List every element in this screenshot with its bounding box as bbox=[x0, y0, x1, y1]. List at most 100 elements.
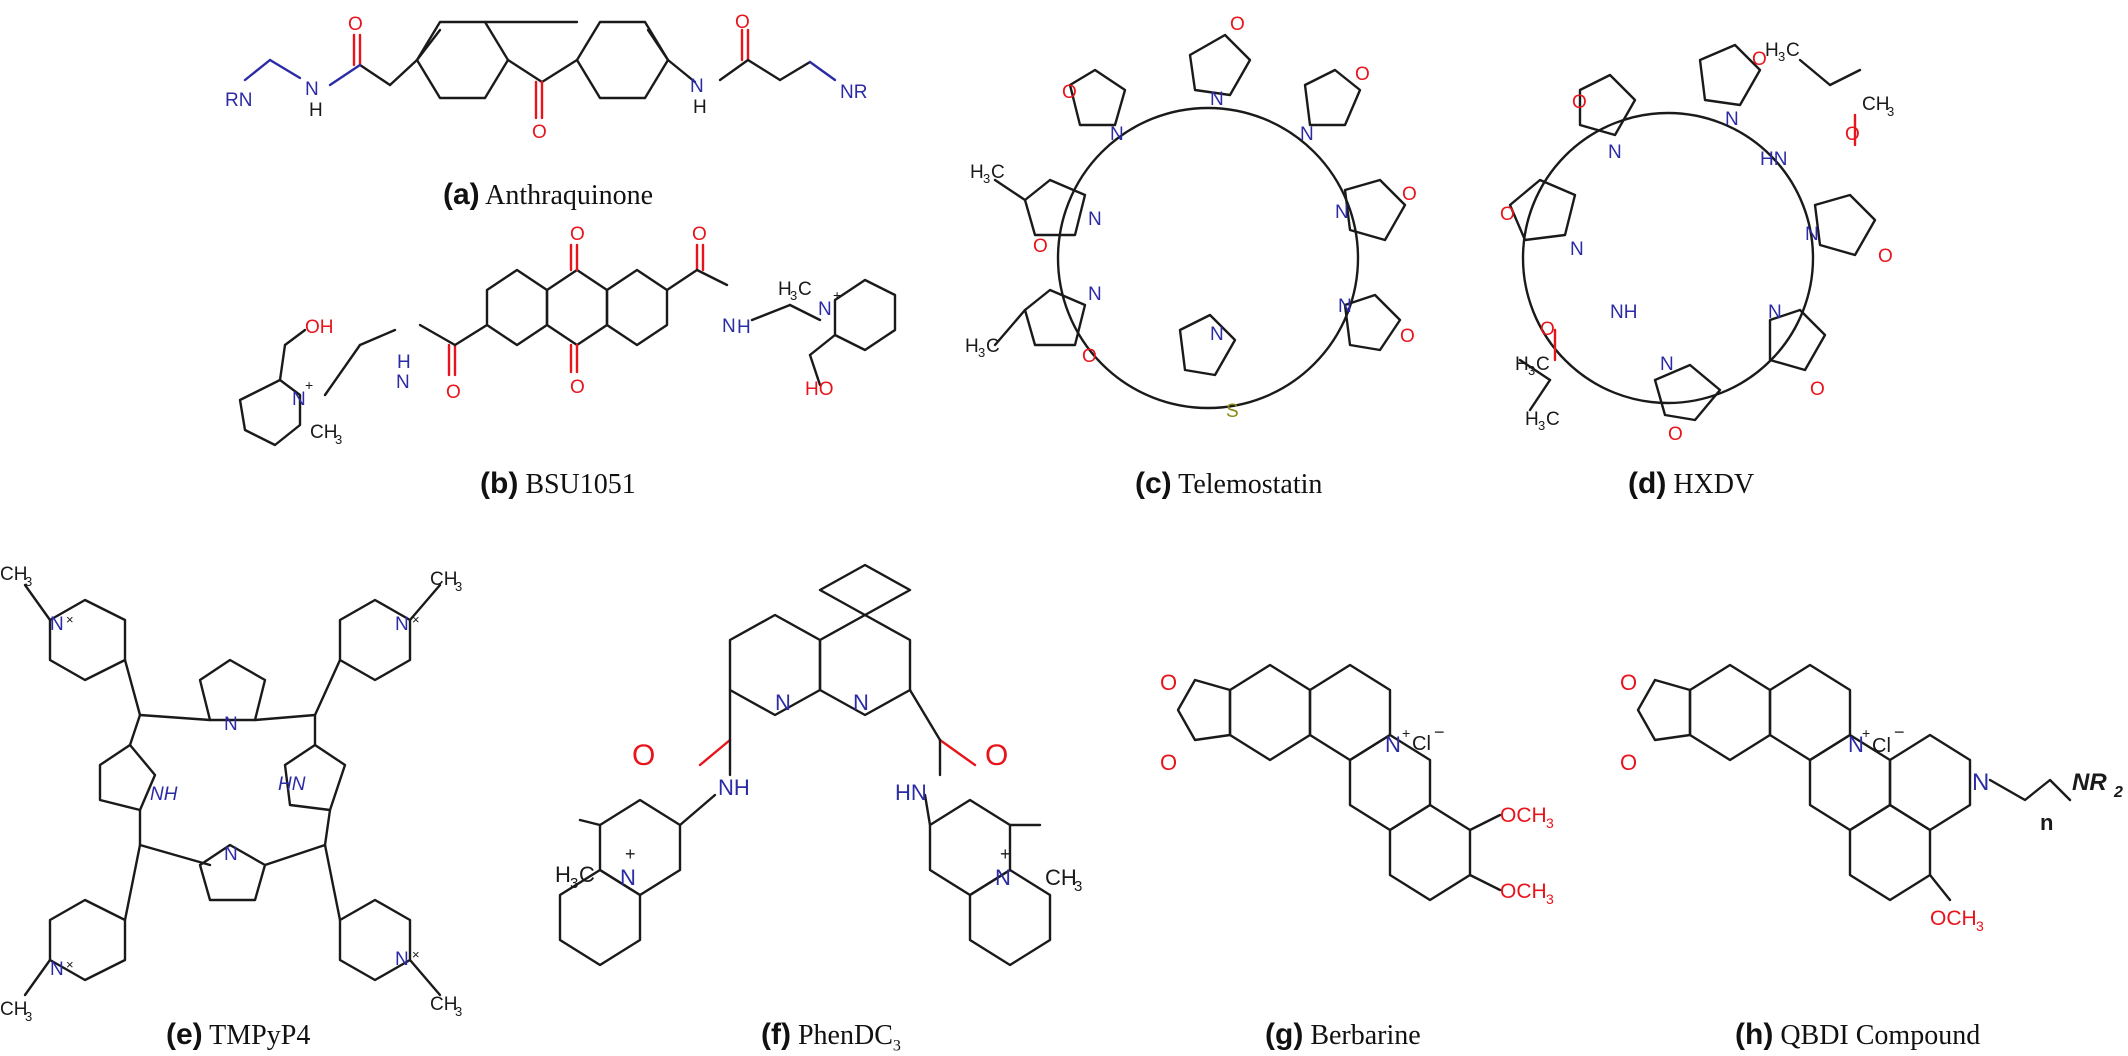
atom-label: O bbox=[1878, 246, 1893, 267]
caption-c: (c) Telemostatin bbox=[1135, 467, 1322, 501]
atom-label: 3 bbox=[1074, 878, 1082, 895]
atom-label: N bbox=[1805, 224, 1819, 245]
atom-label: N bbox=[690, 76, 704, 97]
atom-label: HN bbox=[895, 780, 927, 805]
atom-label: OCH bbox=[1930, 907, 1977, 930]
atom-label: H bbox=[309, 100, 323, 121]
atom-label: O bbox=[446, 382, 461, 403]
caption-e-letter: (e) bbox=[166, 1018, 203, 1051]
atom-label: Cl bbox=[1872, 735, 1891, 757]
atom-label: CH bbox=[0, 999, 27, 1020]
atom-label: 3 bbox=[1528, 363, 1535, 378]
structure-a bbox=[243, 20, 837, 120]
atom-label: N bbox=[620, 865, 636, 890]
atom-label: O bbox=[735, 12, 750, 33]
atom-label: RN bbox=[225, 90, 252, 111]
atom-label: N bbox=[1848, 732, 1864, 757]
structure-d bbox=[1508, 43, 1877, 422]
atom-label: 3 bbox=[983, 171, 990, 186]
atom-label: NH bbox=[718, 775, 750, 800]
atom-label: C bbox=[1786, 40, 1800, 61]
atom-label: N bbox=[1338, 296, 1352, 317]
structure-b bbox=[238, 243, 897, 447]
caption-f-name: PhenDC bbox=[797, 1020, 893, 1051]
atom-label: N bbox=[396, 372, 410, 393]
atom-label: CH bbox=[430, 994, 457, 1015]
structure-c bbox=[993, 33, 1407, 410]
caption-b-letter: (b) bbox=[480, 467, 519, 500]
atom-label: 3 bbox=[1546, 815, 1554, 831]
atom-label: N bbox=[50, 614, 64, 635]
structure-h bbox=[1636, 663, 2072, 902]
atom-label: CH bbox=[0, 564, 27, 585]
atom-label: O bbox=[1572, 92, 1587, 113]
structure-g bbox=[1176, 663, 1502, 902]
atom-label: 3 bbox=[570, 875, 578, 892]
caption-b: (b) BSU1051 bbox=[480, 467, 636, 501]
caption-g-name: Berbarine bbox=[1310, 1020, 1421, 1051]
atom-label: O bbox=[1845, 124, 1860, 145]
atom-label: H bbox=[693, 97, 707, 118]
atom-label: C bbox=[1536, 354, 1550, 375]
atom-label: NH bbox=[1610, 302, 1637, 323]
atom-label: N bbox=[1725, 109, 1739, 130]
caption-e-name: TMPyP4 bbox=[209, 1020, 311, 1051]
atom-label: Cl bbox=[1412, 733, 1431, 755]
atom-label: 3 bbox=[790, 288, 797, 303]
atom-label: N bbox=[1972, 769, 1989, 796]
atom-label: O bbox=[1062, 82, 1077, 103]
atom-label: 3 bbox=[1887, 104, 1894, 119]
atom-label: N bbox=[1210, 324, 1224, 345]
atom-label: 3 bbox=[25, 1009, 32, 1024]
atom-label: n bbox=[2040, 810, 2053, 835]
atom-label: 3 bbox=[455, 579, 462, 594]
caption-g-letter: (g) bbox=[1265, 1018, 1304, 1051]
atom-label: + bbox=[1862, 725, 1870, 741]
atom-label: 3 bbox=[455, 1004, 462, 1019]
atom-label: NH bbox=[150, 784, 178, 805]
atom-label: C bbox=[991, 162, 1005, 183]
caption-c-name: Telemostatin bbox=[1178, 469, 1323, 500]
atom-label: O bbox=[1540, 319, 1555, 340]
atom-label: 3 bbox=[1538, 418, 1545, 433]
caption-g: (g) Berbarine bbox=[1265, 1018, 1421, 1052]
atom-label: O bbox=[1402, 184, 1417, 205]
atom-label: 3 bbox=[1976, 918, 1984, 934]
atom-label: OCH bbox=[1500, 804, 1547, 827]
atom-label: N bbox=[224, 714, 238, 735]
atom-label: N bbox=[1088, 284, 1102, 305]
atom-label: C bbox=[798, 279, 812, 300]
atom-label: 3 bbox=[978, 345, 985, 360]
atom-label: N bbox=[1110, 124, 1124, 145]
caption-c-letter: (c) bbox=[1135, 467, 1172, 500]
atom-label: S bbox=[1226, 401, 1239, 422]
atom-label: O bbox=[1230, 14, 1245, 35]
atom-label: O bbox=[692, 224, 707, 245]
atom-label: O bbox=[1620, 750, 1637, 775]
atom-label: O bbox=[348, 14, 363, 35]
atom-label: O bbox=[1752, 49, 1767, 70]
atom-label: N bbox=[1608, 142, 1622, 163]
atom-label: H bbox=[397, 352, 411, 373]
atom-label: N bbox=[853, 690, 869, 715]
atom-label: O bbox=[532, 122, 547, 143]
atom-label: N bbox=[995, 865, 1011, 890]
atom-label: O bbox=[1810, 379, 1825, 400]
atom-label: + bbox=[1000, 844, 1011, 864]
atom-label: N bbox=[1335, 202, 1349, 223]
caption-d-letter: (d) bbox=[1628, 467, 1667, 500]
atom-label: H bbox=[1515, 354, 1529, 375]
atom-label: N bbox=[395, 949, 409, 970]
atom-label: O bbox=[1400, 326, 1415, 347]
atom-label: N bbox=[305, 79, 319, 100]
atom-label: O bbox=[632, 739, 655, 772]
atom-label: × bbox=[412, 612, 420, 627]
atom-label: − bbox=[1894, 722, 1905, 742]
caption-h-name: QBDI Compound bbox=[1780, 1020, 1981, 1051]
atom-label: 2 bbox=[2113, 784, 2123, 801]
atom-label: CH bbox=[1862, 94, 1889, 115]
atom-label: O bbox=[1500, 204, 1515, 225]
atom-label: O bbox=[1668, 424, 1683, 445]
atom-label: C bbox=[986, 336, 1000, 357]
